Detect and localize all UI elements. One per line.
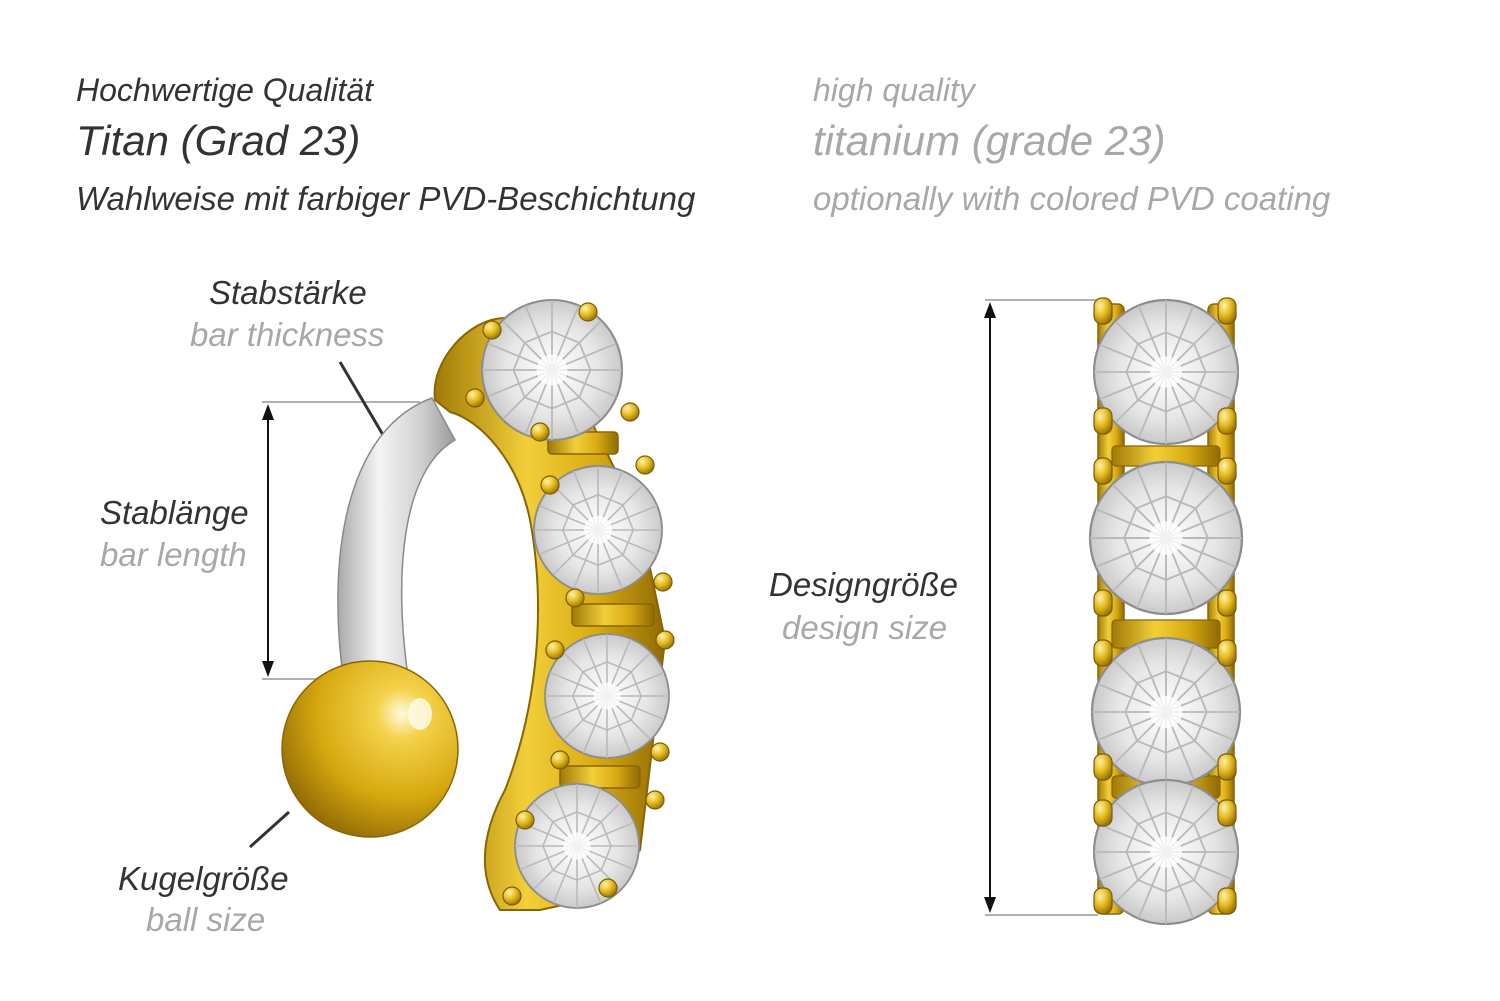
ball-highlight	[408, 698, 432, 730]
label-bar-length-en: bar length	[100, 536, 247, 573]
arrow-head-up	[984, 302, 996, 318]
header-de-coating: Wahlweise mit farbiger PVD-Beschichtung	[76, 180, 696, 217]
arrow-head-up	[262, 404, 274, 420]
label-design-size-de: Designgröße	[769, 566, 958, 603]
gold-ball	[281, 660, 459, 838]
header-en-quality: high quality	[813, 72, 975, 108]
label-bar-thickness-de: Stabstärke	[209, 274, 367, 311]
header-de-material: Titan (Grad 23)	[76, 117, 361, 164]
header-de-quality: Hochwertige Qualität	[76, 72, 374, 108]
prongs-right	[1093, 297, 1237, 915]
setting-connector	[571, 603, 655, 627]
arrow-head-down	[984, 897, 996, 913]
header-en-material: titanium (grade 23)	[813, 117, 1166, 164]
header-en-coating: optionally with colored PVD coating	[813, 180, 1331, 217]
gem-stone	[1094, 780, 1238, 924]
label-design-size-en: design size	[782, 609, 948, 646]
gem-stone	[515, 784, 639, 908]
gem-stone	[482, 300, 622, 440]
arrow-head-down	[262, 661, 274, 677]
ball-size-pointer	[248, 810, 291, 849]
gem-stone	[1090, 462, 1242, 614]
gem-stone	[1094, 300, 1238, 444]
curved-bar	[337, 397, 457, 691]
label-ball-size-en: ball size	[146, 901, 266, 938]
label-bar-length-de: Stablänge	[100, 494, 249, 531]
label-ball-size-de: Kugelgröße	[118, 860, 289, 897]
prongs-left	[465, 302, 675, 906]
label-bar-thickness-en: bar thickness	[190, 316, 385, 353]
bar-thickness-pointer	[338, 361, 388, 441]
